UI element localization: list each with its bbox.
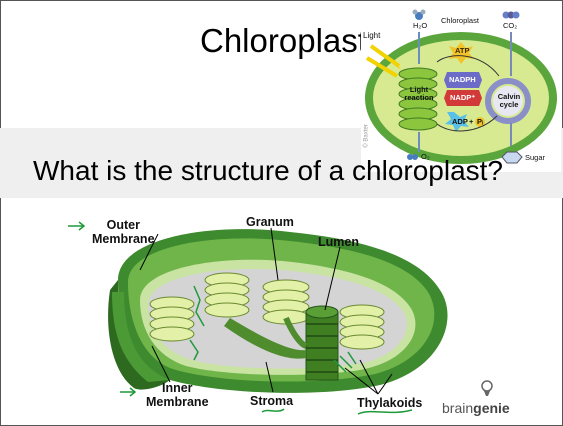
annotation-arrow-icon xyxy=(120,388,135,396)
outer-membrane-label: Outer Membrane xyxy=(92,218,155,246)
granum-stack-3 xyxy=(263,280,309,324)
granum-label: Granum xyxy=(246,215,294,229)
annotation-arrow-icon xyxy=(68,222,84,230)
lumen-label: Lumen xyxy=(318,235,359,249)
granum-cross-section xyxy=(306,306,338,380)
granum-stack-2 xyxy=(205,273,249,317)
thylakoids-label: Thylakoids xyxy=(357,396,422,410)
brand-prefix: brain xyxy=(442,400,473,416)
stroma-underline xyxy=(262,409,284,412)
thylakoids-underline xyxy=(358,410,412,414)
braingenie-brand: braingenie xyxy=(442,400,510,416)
inner-membrane-label: Inner Membrane xyxy=(146,381,209,409)
granum-stack-1 xyxy=(150,297,194,341)
brand-suffix: genie xyxy=(473,400,510,416)
braingenie-logo-icon xyxy=(482,381,492,396)
stroma-label: Stroma xyxy=(250,394,293,408)
granum-stack-4 xyxy=(340,305,384,349)
